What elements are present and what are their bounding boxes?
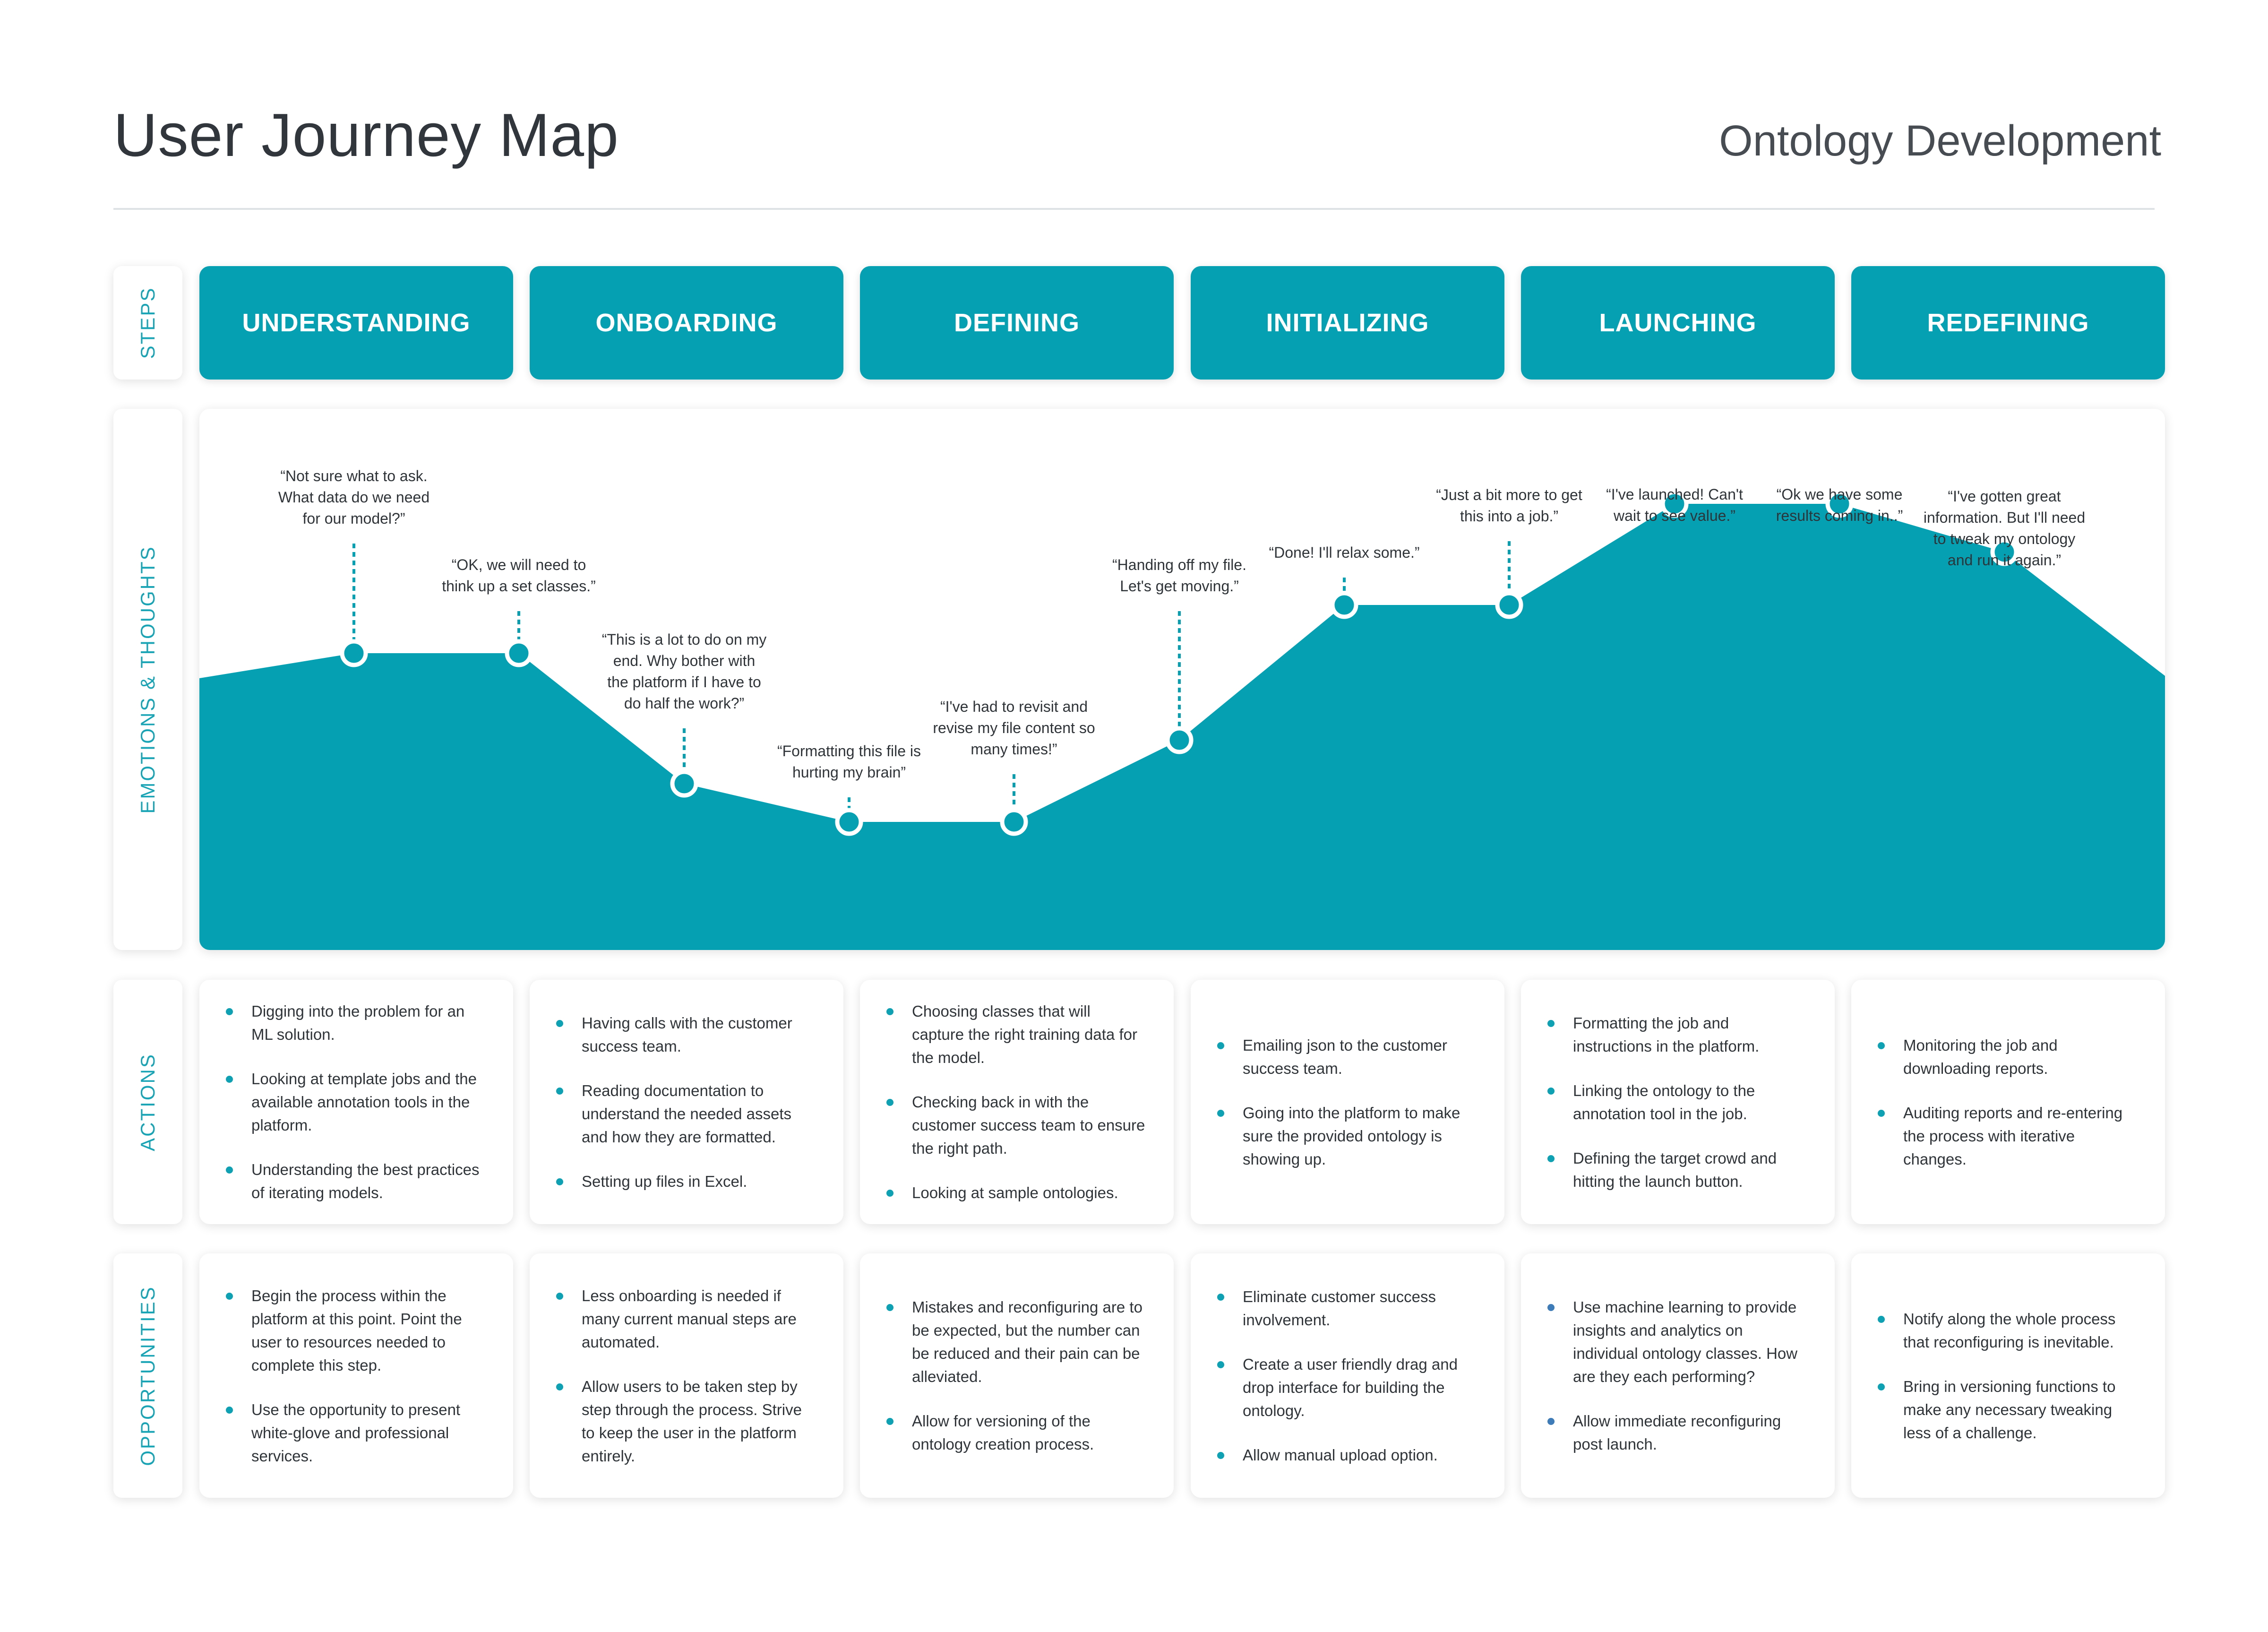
list-item: Use the opportunity to present white-glo… (226, 1398, 485, 1468)
list-item: Looking at sample ontologies. (886, 1181, 1145, 1204)
emotion-quote: “Done! I'll relax some.” (1269, 544, 1420, 561)
list-item: Having calls with the customer success t… (556, 1011, 815, 1058)
emotion-curve (199, 490, 2165, 950)
emotion-point (835, 808, 863, 836)
list-item: Begin the process within the platform at… (226, 1284, 485, 1377)
actions-card-initializing: Emailing json to the customer success te… (1191, 980, 1504, 1224)
row-label-steps: STEPS (113, 266, 182, 380)
list-item: Bring in versioning functions to make an… (1878, 1375, 2137, 1444)
opportunities-card-understanding: Begin the process within the platform at… (199, 1253, 513, 1498)
actions-card-redefining: Monitoring the job and downloading repor… (1851, 980, 2165, 1224)
opportunities-card-defining: Mistakes and reconfiguring are to be exp… (860, 1253, 1174, 1498)
emotion-point (1000, 808, 1028, 836)
list-item: Reading documentation to understand the … (556, 1079, 815, 1148)
emotion-point (1495, 591, 1523, 619)
emotion-quote: “Formatting this file is hurting my brai… (777, 743, 921, 781)
step-launching: LAUNCHING (1521, 266, 1835, 380)
emotion-quote: “I've gotten great information. But I'll… (1923, 488, 2086, 569)
emotion-point (340, 639, 368, 667)
list-item: Understanding the best practices of iter… (226, 1158, 485, 1204)
step-onboarding: ONBOARDING (530, 266, 843, 380)
list-item: Checking back in with the customer succe… (886, 1090, 1145, 1160)
opportunities-card-launching: Use machine learning to provide insights… (1521, 1253, 1835, 1498)
list-item: Looking at template jobs and the availab… (226, 1067, 485, 1137)
emotion-point (1825, 490, 1854, 518)
emotion-point (670, 769, 698, 798)
actions-card-defining: Choosing classes that will capture the r… (860, 980, 1174, 1224)
list-item: Emailing json to the customer success te… (1217, 1034, 1476, 1080)
step-understanding: UNDERSTANDING (199, 266, 513, 380)
emotion-quote: “OK, we will need to think up a set clas… (442, 556, 596, 595)
emotion-quote: “Not sure what to ask. What data do we n… (278, 467, 430, 527)
list-item: Monitoring the job and downloading repor… (1878, 1034, 2137, 1080)
step-redefining: REDEFINING (1851, 266, 2165, 380)
emotion-point (1660, 490, 1689, 518)
list-item: Going into the platform to make sure the… (1217, 1101, 1476, 1171)
step-defining: DEFINING (860, 266, 1174, 380)
list-item: Defining the target crowd and hitting th… (1547, 1147, 1806, 1193)
list-item: Choosing classes that will capture the r… (886, 1000, 1145, 1069)
emotion-quote: “I've launched! Can't wait to see value.… (1606, 486, 1743, 524)
emotion-point (1990, 538, 2019, 566)
list-item: Allow users to be taken step by step thr… (556, 1375, 815, 1468)
emotion-point (1165, 726, 1194, 754)
emotion-quote: “I've had to revisit and revise my file … (933, 698, 1095, 758)
opportunities-card-initializing: Eliminate customer success involvement. … (1191, 1253, 1504, 1498)
page-title: User Journey Map (113, 101, 619, 169)
opportunities-card-redefining: Notify along the whole process that reco… (1851, 1253, 2165, 1498)
emotion-panel: “Not sure what to ask. What data do we n… (199, 409, 2165, 950)
emotion-point (1330, 591, 1358, 619)
list-item: Allow immediate reconfiguring post launc… (1547, 1409, 1806, 1456)
list-item: Notify along the whole process that reco… (1878, 1307, 2137, 1354)
step-initializing: INITIALIZING (1191, 266, 1504, 380)
emotion-quote: “Just a bit more to get this into a job.… (1436, 486, 1582, 525)
opportunities-card-onboarding: Less onboarding is needed if many curren… (530, 1253, 843, 1498)
list-item: Eliminate customer success involvement. (1217, 1285, 1476, 1331)
emotion-quote: “This is a lot to do on my end. Why both… (601, 631, 767, 712)
list-item: Mistakes and reconfiguring are to be exp… (886, 1295, 1145, 1388)
emotion-area (199, 504, 2165, 950)
actions-card-launching: Formatting the job and instructions in t… (1521, 980, 1835, 1224)
list-item: Formatting the job and instructions in t… (1547, 1011, 1806, 1058)
actions-card-understanding: Digging into the problem for an ML solut… (199, 980, 513, 1224)
list-item: Digging into the problem for an ML solut… (226, 1000, 485, 1046)
row-label-emotions: EMOTIONS & THOUGHTS (113, 409, 182, 950)
list-item: Use machine learning to provide insights… (1547, 1295, 1806, 1388)
emotion-point (505, 639, 533, 667)
list-item: Allow for versioning of the ontology cre… (886, 1409, 1145, 1456)
list-item: Setting up files in Excel. (556, 1170, 815, 1193)
actions-card-onboarding: Having calls with the customer success t… (530, 980, 843, 1224)
list-item: Linking the ontology to the annotation t… (1547, 1079, 1806, 1125)
row-label-actions: ACTIONS (113, 980, 182, 1224)
page-subtitle: Ontology Development (1719, 117, 2161, 165)
emotion-quote: “Ok we have some results coming in..” (1776, 486, 1903, 524)
list-item: Auditing reports and re-entering the pro… (1878, 1101, 2137, 1171)
list-item: Create a user friendly drag and drop int… (1217, 1353, 1476, 1422)
header-divider (113, 208, 2155, 210)
emotion-quote: “Handing off my file. Let's get moving.” (1112, 556, 1246, 595)
row-label-opportunities: OPPORTUNITIES (113, 1253, 182, 1498)
list-item: Less onboarding is needed if many curren… (556, 1284, 815, 1354)
list-item: Allow manual upload option. (1217, 1443, 1476, 1467)
